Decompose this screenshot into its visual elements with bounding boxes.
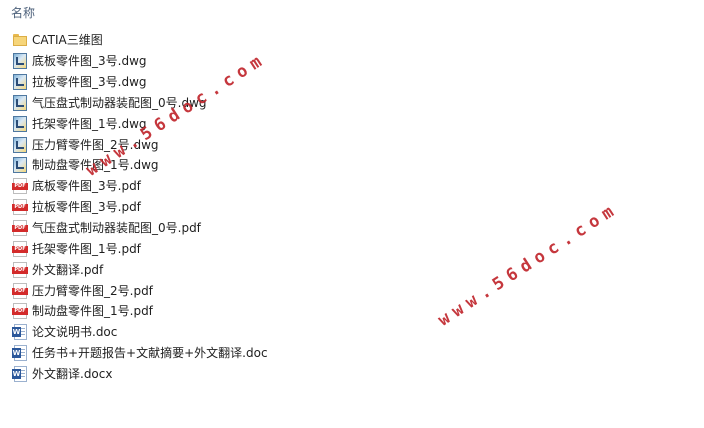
file-name: 底板零件图_3号.pdf <box>32 179 141 194</box>
dwg-file-icon <box>12 136 28 153</box>
file-name: 拉板零件图_3号.dwg <box>32 75 147 90</box>
file-row-pdf[interactable]: PDF 气压盘式制动器装配图_0号.pdf <box>8 218 688 239</box>
file-list: CATIA三维图 底板零件图_3号.dwg 拉板零件图_3号.dwg 气压盘式制… <box>8 30 688 384</box>
file-row-pdf[interactable]: PDF 托架零件图_1号.pdf <box>8 238 688 259</box>
file-row-pdf[interactable]: PDF 制动盘零件图_1号.pdf <box>8 301 688 322</box>
file-row-dwg[interactable]: 气压盘式制动器装配图_0号.dwg <box>8 93 688 114</box>
file-name: 托架零件图_1号.pdf <box>32 241 141 256</box>
file-row-dwg[interactable]: 制动盘零件图_1号.dwg <box>8 155 688 176</box>
file-row-dwg[interactable]: 压力臂零件图_2号.dwg <box>8 134 688 155</box>
file-row-pdf[interactable]: PDF 外文翻译.pdf <box>8 259 688 280</box>
file-row-dwg[interactable]: 拉板零件图_3号.dwg <box>8 72 688 93</box>
file-row-dwg[interactable]: 托架零件图_1号.dwg <box>8 113 688 134</box>
file-name: 外文翻译.pdf <box>32 262 104 277</box>
file-row-catia-folder[interactable]: CATIA三维图 <box>8 30 688 51</box>
file-row-dwg[interactable]: 底板零件图_3号.dwg <box>8 51 688 72</box>
dwg-file-icon <box>12 53 28 70</box>
word-doc-icon: W <box>12 345 28 362</box>
file-row-doc[interactable]: W 论文说明书.doc <box>8 322 688 343</box>
file-row-doc[interactable]: W 任务书+开题报告+文献摘要+外文翻译.doc <box>8 343 688 364</box>
pdf-file-icon: PDF <box>12 282 28 299</box>
dwg-file-icon <box>12 74 28 91</box>
file-name: 任务书+开题报告+文献摘要+外文翻译.doc <box>32 346 268 361</box>
dwg-file-icon <box>12 115 28 132</box>
column-header[interactable]: 名称 <box>0 0 704 24</box>
file-row-docx[interactable]: W 外文翻译.docx <box>8 364 688 385</box>
dwg-file-icon <box>12 94 28 111</box>
word-docx-icon: W <box>12 365 28 382</box>
file-name: 托架零件图_1号.dwg <box>32 116 147 131</box>
file-name: CATIA三维图 <box>32 33 103 48</box>
word-doc-icon: W <box>12 324 28 341</box>
file-name: 制动盘零件图_1号.pdf <box>32 304 153 319</box>
file-row-pdf[interactable]: PDF 底板零件图_3号.pdf <box>8 176 688 197</box>
file-name: 压力臂零件图_2号.pdf <box>32 283 153 298</box>
file-name: 外文翻译.docx <box>32 366 113 381</box>
file-name: 压力臂零件图_2号.dwg <box>32 137 159 152</box>
pdf-file-icon: PDF <box>12 178 28 195</box>
file-name: 气压盘式制动器装配图_0号.pdf <box>32 221 201 236</box>
pdf-file-icon: PDF <box>12 240 28 257</box>
pdf-file-icon: PDF <box>12 220 28 237</box>
file-name: 气压盘式制动器装配图_0号.dwg <box>32 95 207 110</box>
file-row-pdf[interactable]: PDF 拉板零件图_3号.pdf <box>8 197 688 218</box>
file-row-pdf[interactable]: PDF 压力臂零件图_2号.pdf <box>8 280 688 301</box>
pdf-file-icon: PDF <box>12 261 28 278</box>
pdf-file-icon: PDF <box>12 303 28 320</box>
file-name: 制动盘零件图_1号.dwg <box>32 158 159 173</box>
file-name: 论文说明书.doc <box>32 325 118 340</box>
name-column-header[interactable]: 名称 <box>11 6 36 20</box>
pdf-file-icon: PDF <box>12 199 28 216</box>
file-name: 拉板零件图_3号.pdf <box>32 200 141 215</box>
file-name: 底板零件图_3号.dwg <box>32 54 147 69</box>
folder-icon <box>12 32 28 48</box>
dwg-file-icon <box>12 157 28 174</box>
